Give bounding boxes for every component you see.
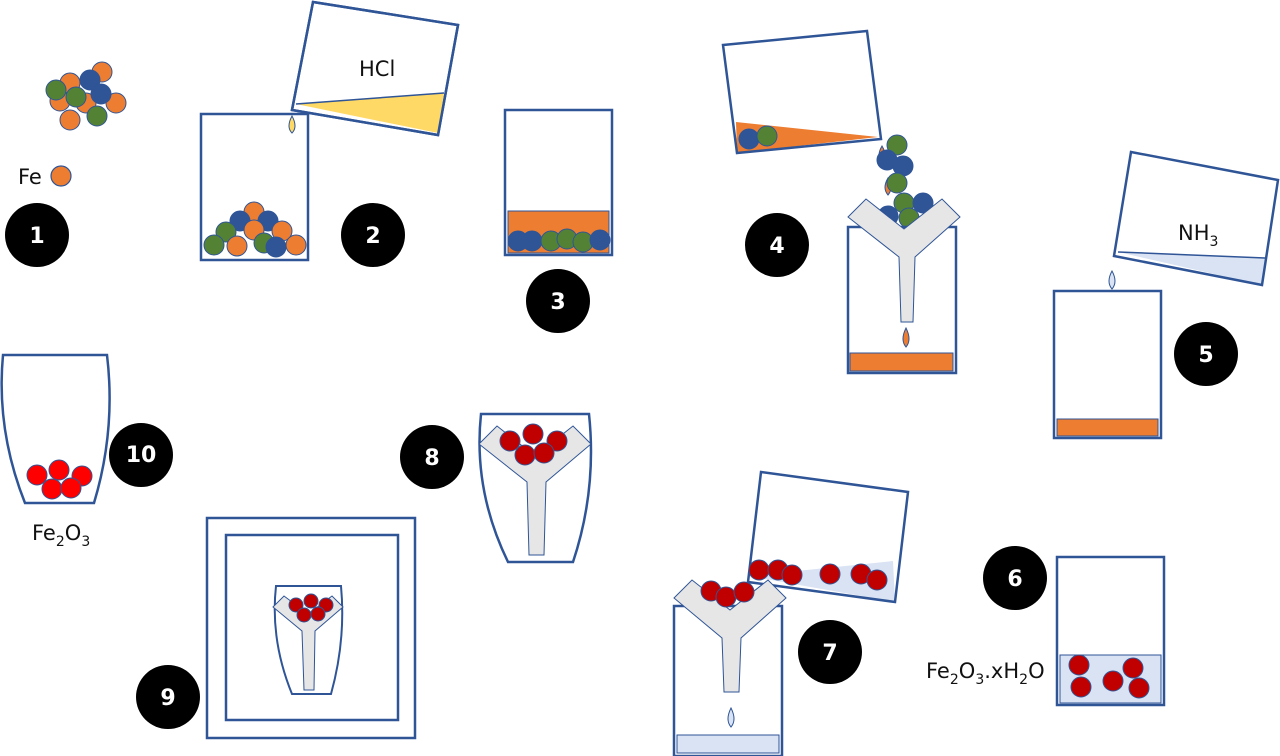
svg-text:2: 2 (365, 224, 380, 249)
step-badge-8: 8 (400, 425, 464, 489)
residue-step3 (507, 228, 611, 253)
ammonia-label: NH3 (1178, 221, 1218, 250)
filtrate-step7 (676, 734, 780, 754)
iron-oxide-step10 (26, 459, 93, 500)
svg-text:5: 5 (1198, 343, 1213, 368)
svg-text:4: 4 (769, 234, 784, 259)
hcl-drop (288, 114, 296, 134)
mixture-in-beaker (203, 201, 307, 258)
svg-text:7: 7 (822, 641, 837, 666)
iron-legend-dot (50, 165, 72, 187)
precipitate-step6 (1068, 654, 1150, 699)
step-badge-5: 5 (1174, 322, 1238, 386)
beaker-step6 (1055, 555, 1166, 707)
precipitate-step9 (288, 593, 334, 623)
step-badge-10: 10 (109, 423, 173, 487)
ammonia-bottle (1112, 150, 1280, 287)
svg-text:1: 1 (29, 224, 44, 249)
filtrate-drop-step4 (902, 326, 910, 348)
beaker-step5 (1052, 289, 1163, 440)
precipitate-step8 (499, 423, 568, 466)
pouring-beaker-step7 (746, 470, 910, 604)
iron-solution-step5 (1056, 418, 1159, 437)
step-badge-9: 9 (136, 665, 200, 729)
step-badge-6: 6 (983, 546, 1047, 610)
step-badge-4: 4 (745, 213, 809, 277)
oven-outer (205, 516, 417, 740)
step-badge-7: 7 (798, 620, 862, 684)
hcl-bottle (290, 0, 460, 137)
hcl-label: HCl (359, 57, 395, 81)
mixture-cluster (45, 61, 127, 131)
precipitate-in-funnel-step7 (700, 580, 755, 608)
oven-inner (224, 533, 400, 722)
funnel-step4 (847, 198, 961, 323)
step-badge-1: 1 (5, 203, 69, 267)
pouring-beaker-step4 (721, 29, 883, 155)
filtrate-step4 (849, 352, 954, 372)
filtrate-drop-step7 (727, 706, 735, 728)
beaker-step2 (199, 112, 310, 262)
beaker-step3 (503, 108, 614, 257)
svg-text:8: 8 (424, 446, 439, 471)
svg-text:3: 3 (550, 290, 565, 315)
iron-legend-label: Fe (18, 165, 42, 189)
step-badge-3: 3 (526, 269, 590, 333)
svg-text:10: 10 (126, 443, 157, 468)
svg-text:9: 9 (160, 686, 175, 711)
step-badge-2: 2 (341, 203, 405, 267)
iron-oxide-label: Fe2O3 (32, 521, 90, 550)
ammonia-drop (1108, 269, 1116, 290)
svg-text:6: 6 (1007, 567, 1022, 592)
hydrated-oxide-label: Fe2O3.xH2O (926, 659, 1045, 688)
